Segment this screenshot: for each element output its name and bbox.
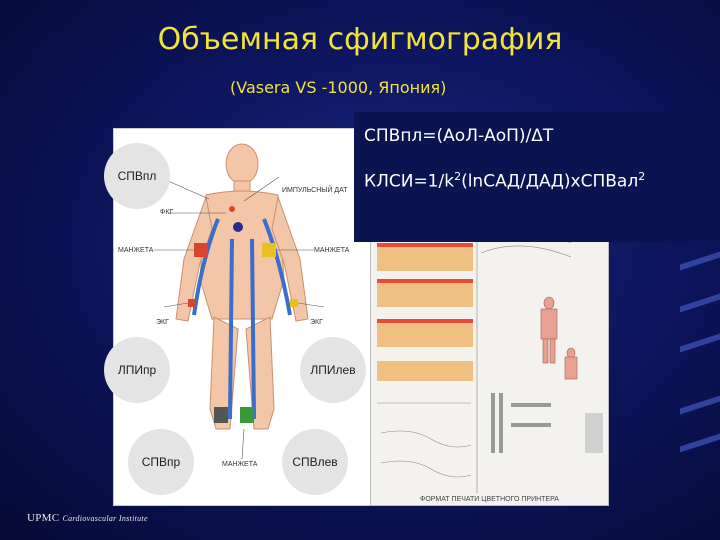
cuff-bottom-label: МАНЖЕТА	[222, 461, 258, 468]
ekg-right-label: ЭКГ	[310, 319, 323, 326]
fkg-label: ФКГ	[160, 209, 174, 216]
spv-pl-label: СПВпл	[104, 143, 170, 209]
spv-pr-label: СПВпр	[128, 429, 194, 495]
ekg-left-label: ЭКГ	[156, 319, 169, 326]
printer-report-image: ФОРМАТ ПЕЧАТИ ЦВЕТНОГО ПРИНТЕРА	[370, 212, 609, 506]
lpi-pr-label: ЛПИпр	[104, 337, 170, 403]
print-footer-caption: ФОРМАТ ПЕЧАТИ ЦВЕТНОГО ПРИНТЕРА	[420, 496, 559, 503]
formula-cavi: КЛСИ=1/k2(lnСАД/ДАД)хСПВал2	[364, 170, 645, 192]
report-illustration	[377, 223, 603, 493]
slide-title: Объемная сфигмография	[157, 22, 563, 57]
formula-pwv: СПВпл=(АоЛ-АоП)/ΔТ	[364, 126, 554, 146]
lpi-lev-label: ЛПИлев	[300, 337, 366, 403]
cuff-right-label: МАНЖЕТА	[314, 247, 350, 254]
decor-stripe	[680, 333, 720, 353]
formula-box: СПВпл=(АоЛ-АоП)/ΔТ КЛСИ=1/k2(lnСАД/ДАД)х…	[354, 112, 720, 242]
cuff-left-label: МАНЖЕТА	[118, 247, 154, 254]
footer-org: UPMC	[27, 512, 60, 524]
formula-cavi-sup1: 2	[454, 170, 462, 183]
formula-cavi-sup2: 2	[638, 170, 646, 183]
decor-stripe	[680, 433, 720, 453]
footer-logo: UPMC Cardiovascular Institute	[27, 512, 148, 524]
spv-lev-label: СПВлев	[282, 429, 348, 495]
footer-institute: Cardiovascular Institute	[62, 514, 148, 523]
body-diagram: ИМПУЛЬСНЫЙ ДАТ ФКГ МАНЖЕТА МАНЖЕТА ЭКГ Э…	[104, 128, 383, 506]
decor-stripe	[680, 395, 720, 415]
slide-subtitle: (Vasera VS -1000, Япония)	[230, 78, 447, 97]
body-illustration	[154, 143, 325, 460]
pulse-sensor-label: ИМПУЛЬСНЫЙ ДАТ	[282, 187, 348, 194]
formula-cavi-middle: (lnСАД/ДАД)хСПВал	[461, 171, 639, 192]
formula-cavi-prefix: КЛСИ=1/k	[364, 171, 455, 192]
decor-stripe	[680, 293, 720, 313]
decor-stripe	[680, 251, 720, 271]
